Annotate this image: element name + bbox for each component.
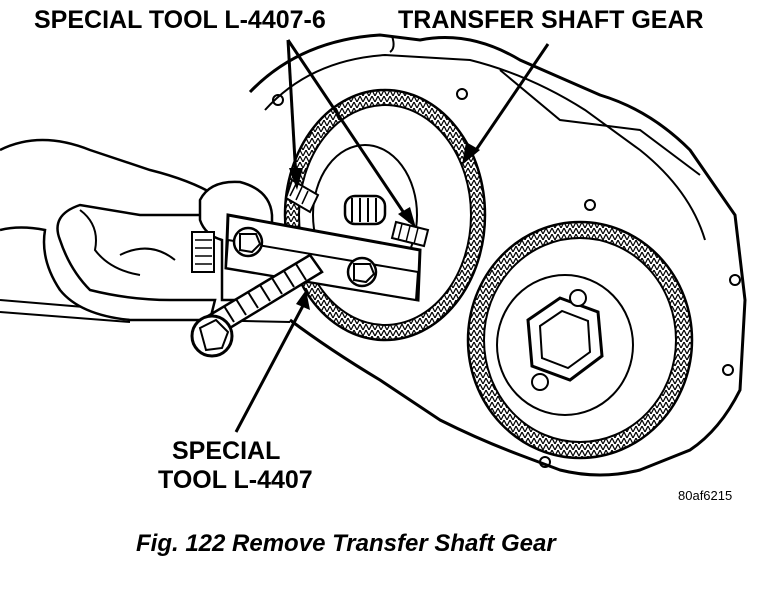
label-special-tool-l4407-6: SPECIAL TOOL L-4407-6	[34, 6, 326, 34]
label-transfer-shaft-gear: TRANSFER SHAFT GEAR	[398, 6, 704, 34]
figure-caption: Fig. 122 Remove Transfer Shaft Gear	[136, 530, 556, 557]
forcing-screw	[190, 253, 324, 358]
label-special-tool-l4407-line1: SPECIAL	[172, 437, 281, 465]
output-gear	[466, 220, 694, 460]
callout-arrows	[234, 39, 550, 433]
puller-bolts	[284, 178, 430, 248]
case-outline	[248, 33, 747, 477]
label-special-tool-l4407-line2: TOOL L-4407	[158, 466, 313, 494]
figure-code: 80af6215	[678, 488, 733, 503]
hand	[0, 138, 217, 322]
